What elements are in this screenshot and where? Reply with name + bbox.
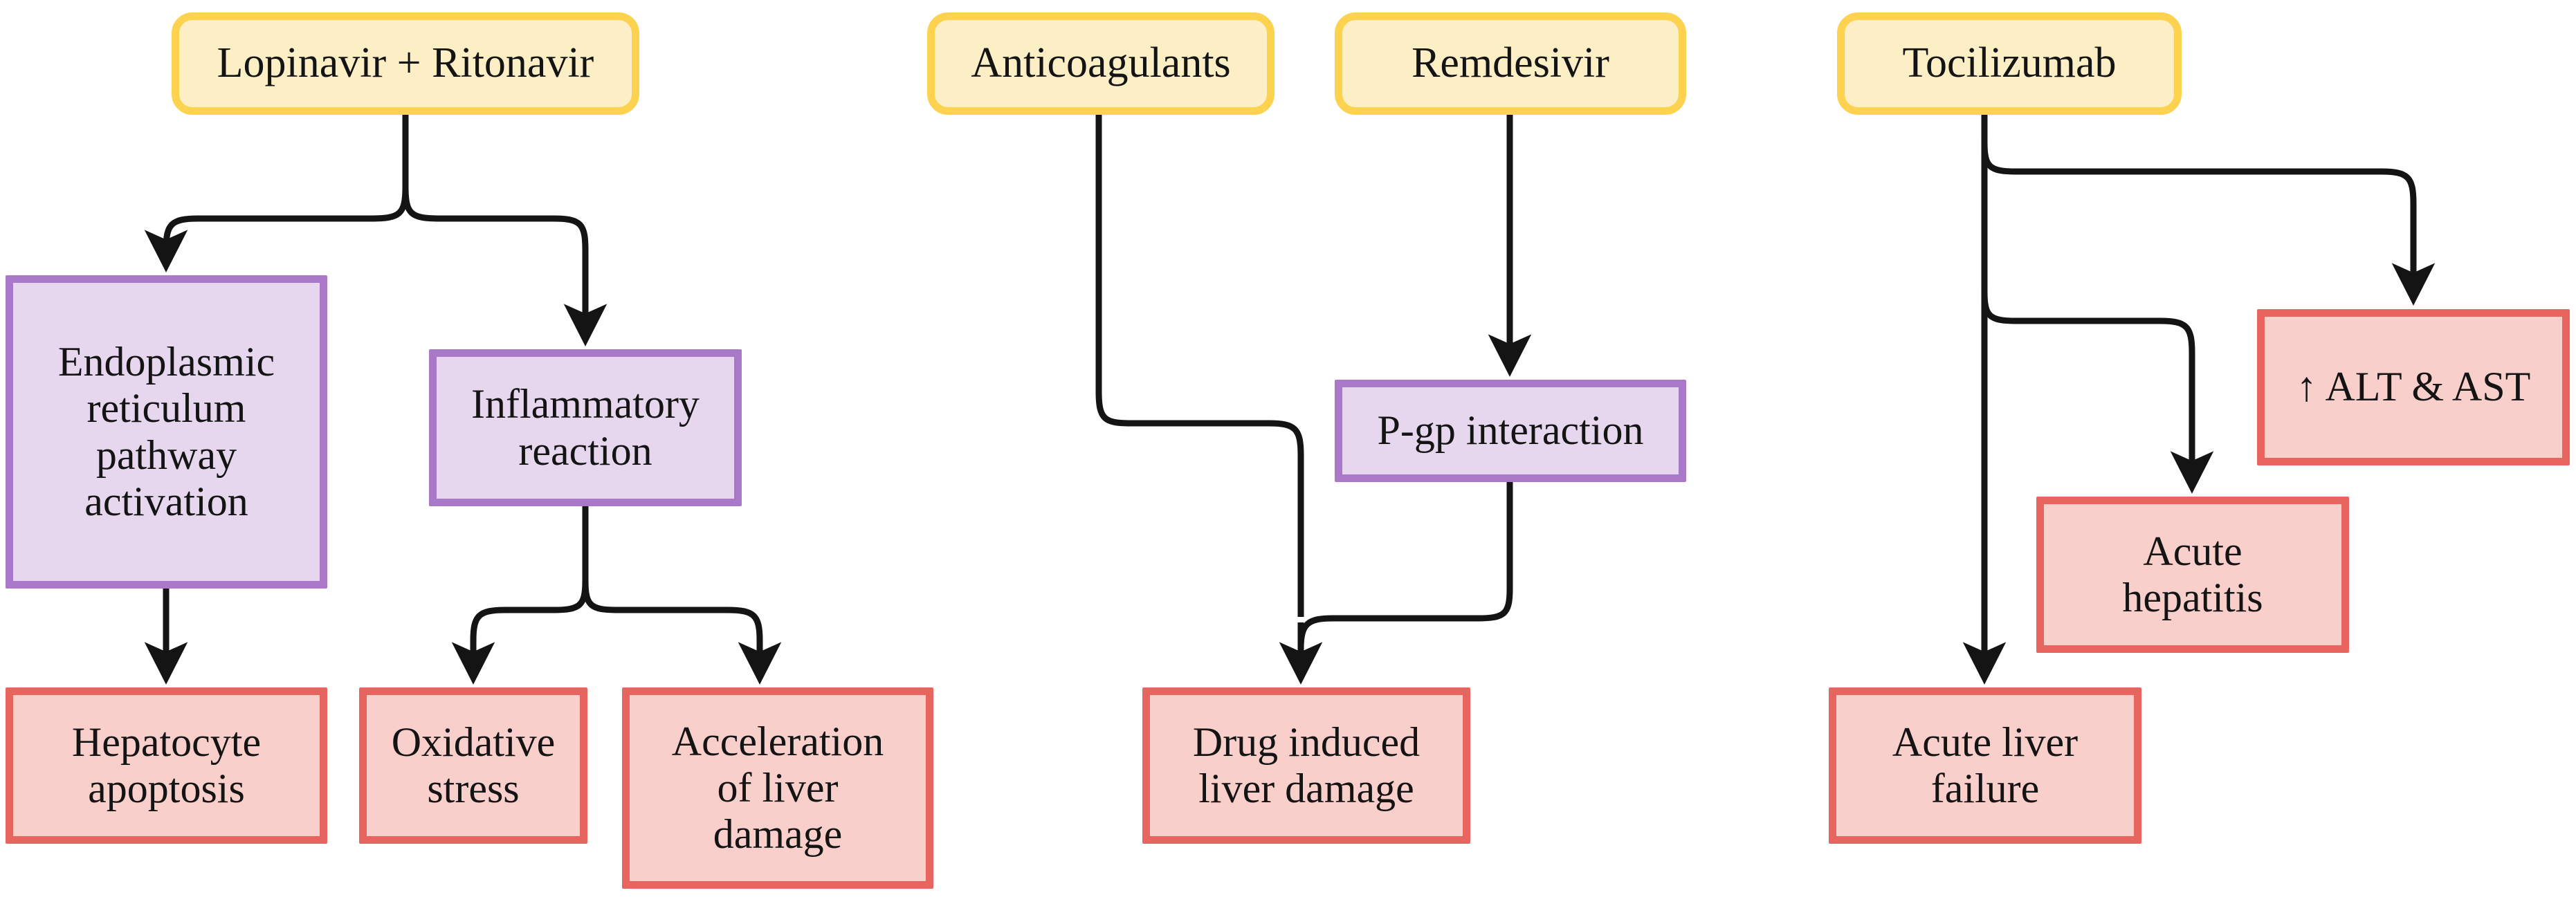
node-endoplasmic-reticulum-pathway-activation[interactable]: Endoplasmic reticulum pathway activation bbox=[6, 275, 327, 589]
node-lopinavir-ritonavir[interactable]: Lopinavir + Ritonavir bbox=[172, 12, 639, 115]
node-label: Acute liver failure bbox=[1892, 719, 2079, 811]
edge-inflammatory-to-acceleration bbox=[582, 580, 782, 685]
node-label: Anticoagulants bbox=[971, 39, 1231, 87]
node-inflammatory-reaction[interactable]: Inflammatory reaction bbox=[429, 349, 742, 506]
node-label: Tocilizumab bbox=[1902, 39, 2117, 87]
node-anticoagulants[interactable]: Anticoagulants bbox=[927, 12, 1275, 115]
node-pgp-interaction[interactable]: P-gp interaction bbox=[1335, 380, 1686, 482]
node-alt-ast-increase[interactable]: ↑ ALT & AST bbox=[2257, 309, 2570, 465]
node-label: Endoplasmic reticulum pathway activation bbox=[57, 339, 275, 524]
node-acceleration-of-liver-damage[interactable]: Acceleration of liver damage bbox=[622, 687, 933, 889]
node-label: P-gp interaction bbox=[1377, 407, 1644, 454]
node-acute-hepatitis[interactable]: Acute hepatitis bbox=[2036, 497, 2349, 653]
edge-tocilizumab-to-alt-ast bbox=[1981, 142, 2436, 306]
node-label: ↑ ALT & AST bbox=[2296, 364, 2531, 410]
node-tocilizumab[interactable]: Tocilizumab bbox=[1837, 12, 2182, 115]
edge-tocilizumab-to-acute-hepatitis bbox=[1981, 291, 2214, 494]
node-hepatocyte-apoptosis[interactable]: Hepatocyte apoptosis bbox=[6, 687, 327, 844]
node-remdesivir[interactable]: Remdesivir bbox=[1335, 12, 1686, 115]
node-acute-liver-failure[interactable]: Acute liver failure bbox=[1829, 687, 2141, 844]
edge-pgp-interaction-to-drug-induced-liver-damage bbox=[1297, 482, 1513, 649]
node-label: Acceleration of liver damage bbox=[671, 718, 884, 858]
edge-lopinavir-to-inflammatory bbox=[402, 186, 608, 346]
edge-lopinavir-to-er-pathway bbox=[144, 186, 409, 272]
node-label: Oxidative stress bbox=[391, 719, 556, 811]
node-label: Drug induced liver damage bbox=[1192, 719, 1421, 811]
node-label: Acute hepatitis bbox=[2122, 528, 2263, 620]
edge-anticoagulants-to-drug-induced-liver-damage bbox=[1095, 115, 1304, 617]
node-label: Inflammatory reaction bbox=[471, 381, 700, 474]
node-label: Remdesivir bbox=[1412, 39, 1609, 87]
node-drug-induced-liver-damage[interactable]: Drug induced liver damage bbox=[1142, 687, 1470, 844]
node-oxidative-stress[interactable]: Oxidative stress bbox=[359, 687, 587, 844]
node-label: Lopinavir + Ritonavir bbox=[217, 39, 594, 87]
node-label: Hepatocyte apoptosis bbox=[71, 719, 262, 811]
edge-inflammatory-to-oxidative-stress bbox=[451, 580, 589, 685]
